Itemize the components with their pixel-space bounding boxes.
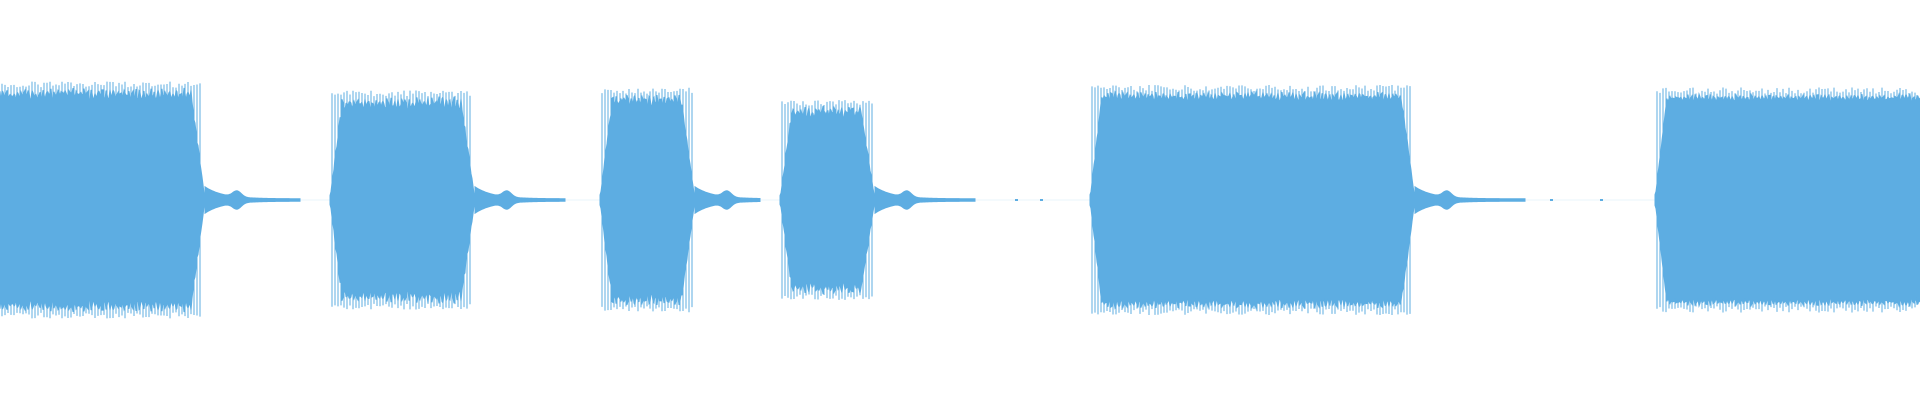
waveform-speck xyxy=(1550,199,1553,201)
waveform-speck xyxy=(1600,199,1603,201)
waveform-speck xyxy=(1015,199,1018,201)
waveform-segment xyxy=(1654,92,1920,308)
waveform-layer xyxy=(0,81,1920,319)
waveform-segment xyxy=(0,87,301,313)
waveform-speck xyxy=(1040,199,1043,201)
